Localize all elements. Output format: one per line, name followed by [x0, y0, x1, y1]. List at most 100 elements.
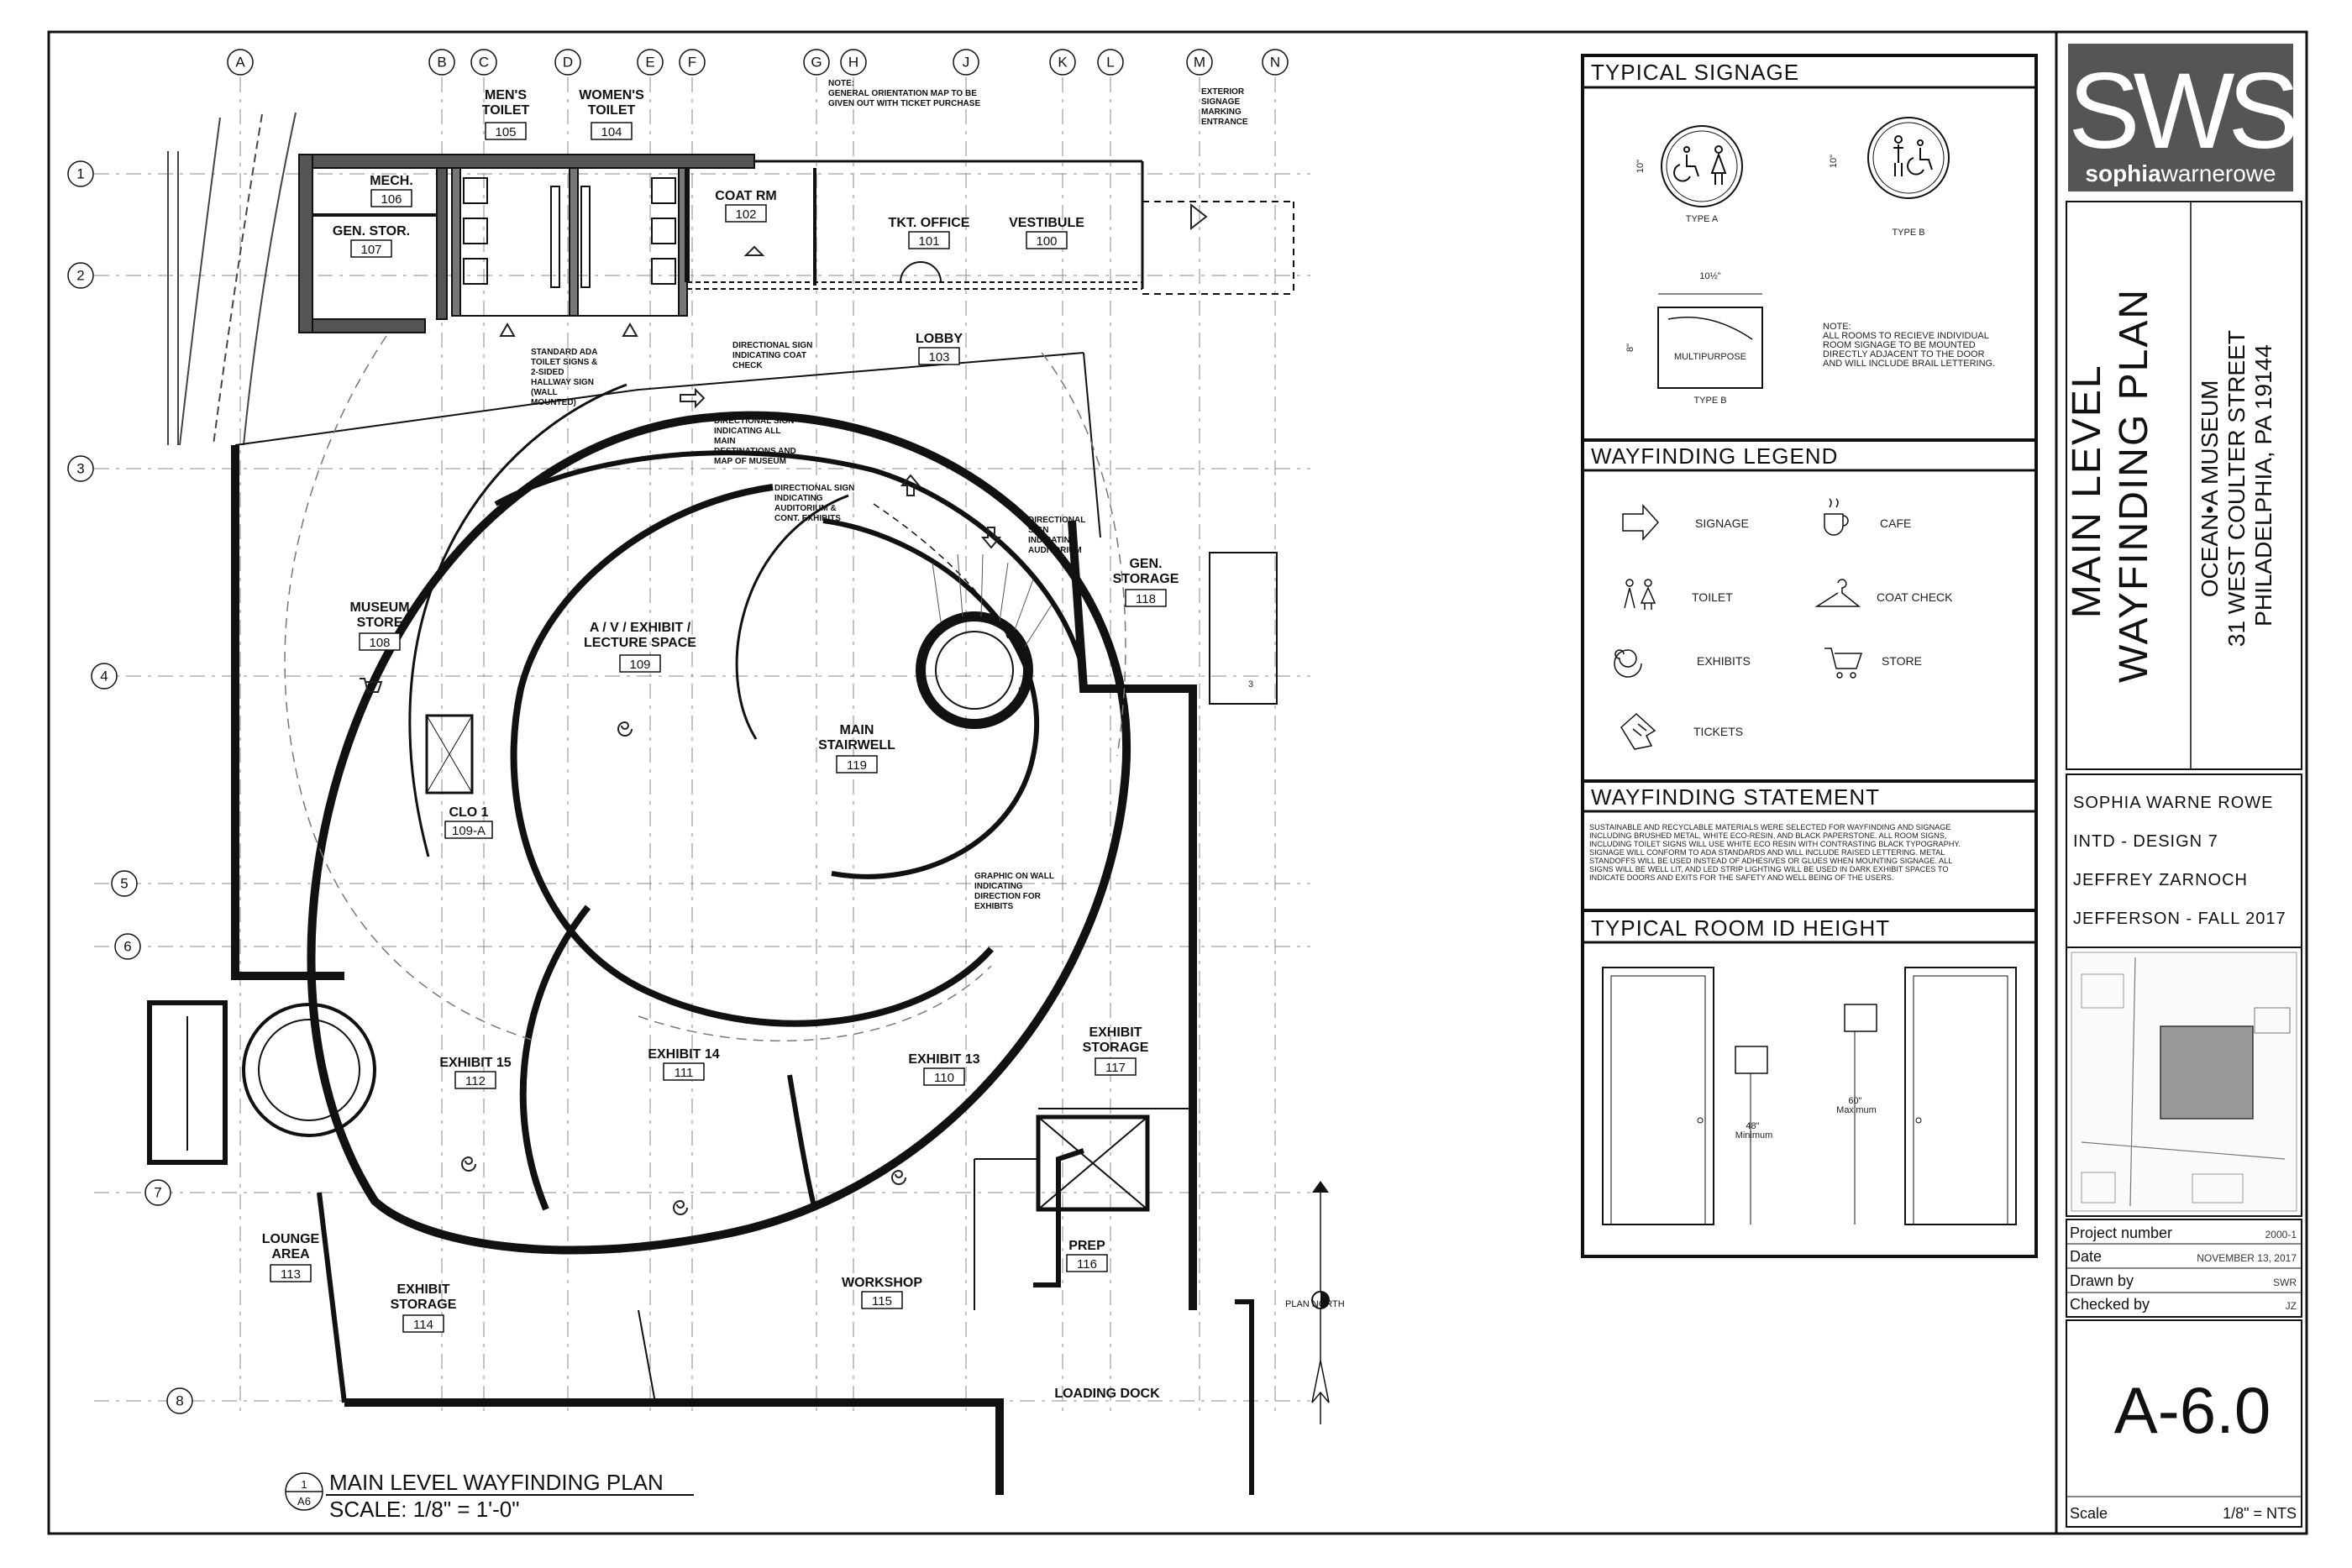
grid-col-label: F [688, 55, 696, 71]
svg-text:109: 109 [629, 658, 650, 672]
svg-text:106: 106 [381, 192, 402, 207]
exhibit-direction-graphic-note: GRAPHIC ON WALL INDICATING DIRECTION FOR… [974, 872, 1057, 911]
stair-tower-left [147, 1000, 376, 1165]
grid-col-label: A [235, 55, 245, 71]
legend-label: STORE [1882, 654, 1922, 668]
svg-text:104: 104 [601, 125, 622, 139]
svg-text:107: 107 [360, 243, 381, 257]
sign-multipurpose [1657, 307, 1763, 389]
max-height-label: 60" Maximum [1836, 1096, 1877, 1115]
directional-sign-icon [680, 387, 706, 409]
room-label: LOADING DOCK [1054, 1387, 1160, 1401]
legend-label: CAFE [1880, 517, 1911, 530]
key-plan [2066, 947, 2302, 1217]
door-right [1904, 967, 2017, 1225]
svg-text:GEN. STOR.: GEN. STOR. [333, 224, 410, 239]
ticket-map-note: NOTE: GENERAL ORIENTATION MAP TO BE GIVE… [828, 79, 980, 108]
detail-sheet: A6 [297, 1495, 311, 1508]
logo-wordmark: sophiawarnerowe [2085, 160, 2276, 186]
svg-text:EXHIBIT 15: EXHIBIT 15 [439, 1056, 511, 1070]
svg-text:EXHIBIT 13: EXHIBIT 13 [908, 1052, 979, 1067]
svg-text:MECH.: MECH. [370, 174, 413, 188]
svg-text:A / V / EXHIBIT /LECTURE SPACE: A / V / EXHIBIT /LECTURE SPACE [584, 621, 696, 650]
plan-title: MAIN LEVEL WAYFINDING PLAN [329, 1470, 664, 1495]
date-value: NOVEMBER 13, 2017 [2197, 1252, 2297, 1264]
grid-col-label: D [563, 55, 573, 71]
toilet-sign-arrow-icon [499, 322, 516, 337]
toilet-sign-arrow-icon [622, 322, 638, 337]
grid-column-labels: A B C D E F G H J K L M N [235, 55, 1280, 71]
stair-step-mark: 3 [1248, 679, 1253, 690]
room-label: WORKSHOP 115 [842, 1276, 922, 1309]
room-label: PREP 116 [1066, 1239, 1108, 1272]
main-destinations-sign-note: DIRECTIONAL SIGN INDICATING ALL MAIN DES… [714, 417, 799, 466]
room-label: TKT. OFFICE 101 [889, 216, 970, 249]
scale-label: Scale [2070, 1505, 2108, 1522]
course-name: INTD - DESIGN 7 [2073, 832, 2218, 851]
date-label: Date [2070, 1248, 2102, 1265]
wayfinding-statement-title: WAYFINDING STATEMENT [1591, 784, 1880, 810]
coat-hanger-icon [743, 245, 765, 256]
svg-text:VESTIBULE: VESTIBULE [1009, 216, 1084, 230]
exhibit-spiral-icon [461, 1156, 476, 1172]
svg-text:WORKSHOP: WORKSHOP [842, 1276, 922, 1290]
plan-symbols [360, 202, 1208, 1215]
grid-col-label: M [1194, 55, 1205, 71]
svg-text:EXHIBIT 14: EXHIBIT 14 [648, 1047, 719, 1062]
sign-type-b [1867, 117, 1950, 199]
plan-notes: NOTE: GENERAL ORIENTATION MAP TO BE GIVE… [531, 79, 1248, 911]
spiral-walls [307, 383, 1131, 1255]
toilet-signs-note: STANDARD ADA TOILET SIGNS & 2-SIDED HALL… [531, 348, 600, 407]
grid-col-label: E [645, 55, 654, 71]
checked-by-label: Checked by [2070, 1296, 2150, 1313]
svg-text:119: 119 [847, 758, 867, 773]
svg-text:109-A: 109-A [452, 824, 486, 838]
elevators [425, 714, 474, 794]
svg-text:118: 118 [1136, 592, 1156, 606]
type-b-rect-label: TYPE B [1693, 396, 1726, 406]
svg-text:GEN.STORAGE: GEN.STORAGE [1113, 557, 1179, 586]
room-label: COAT RM 102 [715, 189, 777, 223]
svg-text:COAT RM: COAT RM [715, 189, 776, 203]
grid-row-label: 4 [100, 669, 108, 684]
arrow-icon [1622, 504, 1660, 541]
typical-signage-title: TYPICAL SIGNAGE [1591, 60, 1799, 85]
wayfinding-statement-text: SUSTAINABLE AND RECYCLABLE MATERIALS WER… [1589, 823, 1963, 882]
spiral-icon [1614, 649, 1642, 678]
exterior-signage-note: EXTERIOR SIGNAGE MARKING ENTRANCE [1201, 87, 1248, 127]
svg-text:116: 116 [1077, 1257, 1097, 1272]
grid-col-label: J [963, 55, 970, 71]
sign-type-a [1661, 125, 1743, 207]
north-label: PLAN NORTH [1285, 1299, 1345, 1309]
room-id-sign-low [1735, 1046, 1768, 1074]
circulation-paths [284, 335, 1126, 1042]
grid-bubbles-columns [227, 49, 1289, 76]
room-label: EXHIBIT 13 110 [908, 1052, 980, 1086]
sheet-border [47, 30, 2308, 1535]
svg-text:TKT. OFFICE: TKT. OFFICE [889, 216, 970, 230]
grid-row-label: 3 [76, 461, 84, 477]
svg-text:LOADING DOCK: LOADING DOCK [1054, 1387, 1160, 1401]
main-stair-treads [932, 553, 1053, 648]
type-b-dimension: 10" [1829, 155, 1839, 168]
room-signage-note: NOTE: ALL ROOMS TO RECIEVE INDIVIDUAL RO… [1823, 322, 1995, 369]
room-label: EXHIBIT 15 112 [439, 1056, 512, 1089]
legend-label: COAT CHECK [1877, 590, 1953, 604]
svg-text:117: 117 [1105, 1061, 1126, 1075]
svg-text:114: 114 [413, 1318, 433, 1332]
type-b-label: TYPE B [1892, 228, 1924, 238]
drawn-by-label: Drawn by [2070, 1272, 2134, 1289]
grid-row-label: 6 [123, 939, 131, 955]
svg-text:113: 113 [281, 1267, 301, 1282]
wayfinding-legend-title: WAYFINDING LEGEND [1591, 443, 1838, 469]
firm-logo [2068, 44, 2293, 191]
